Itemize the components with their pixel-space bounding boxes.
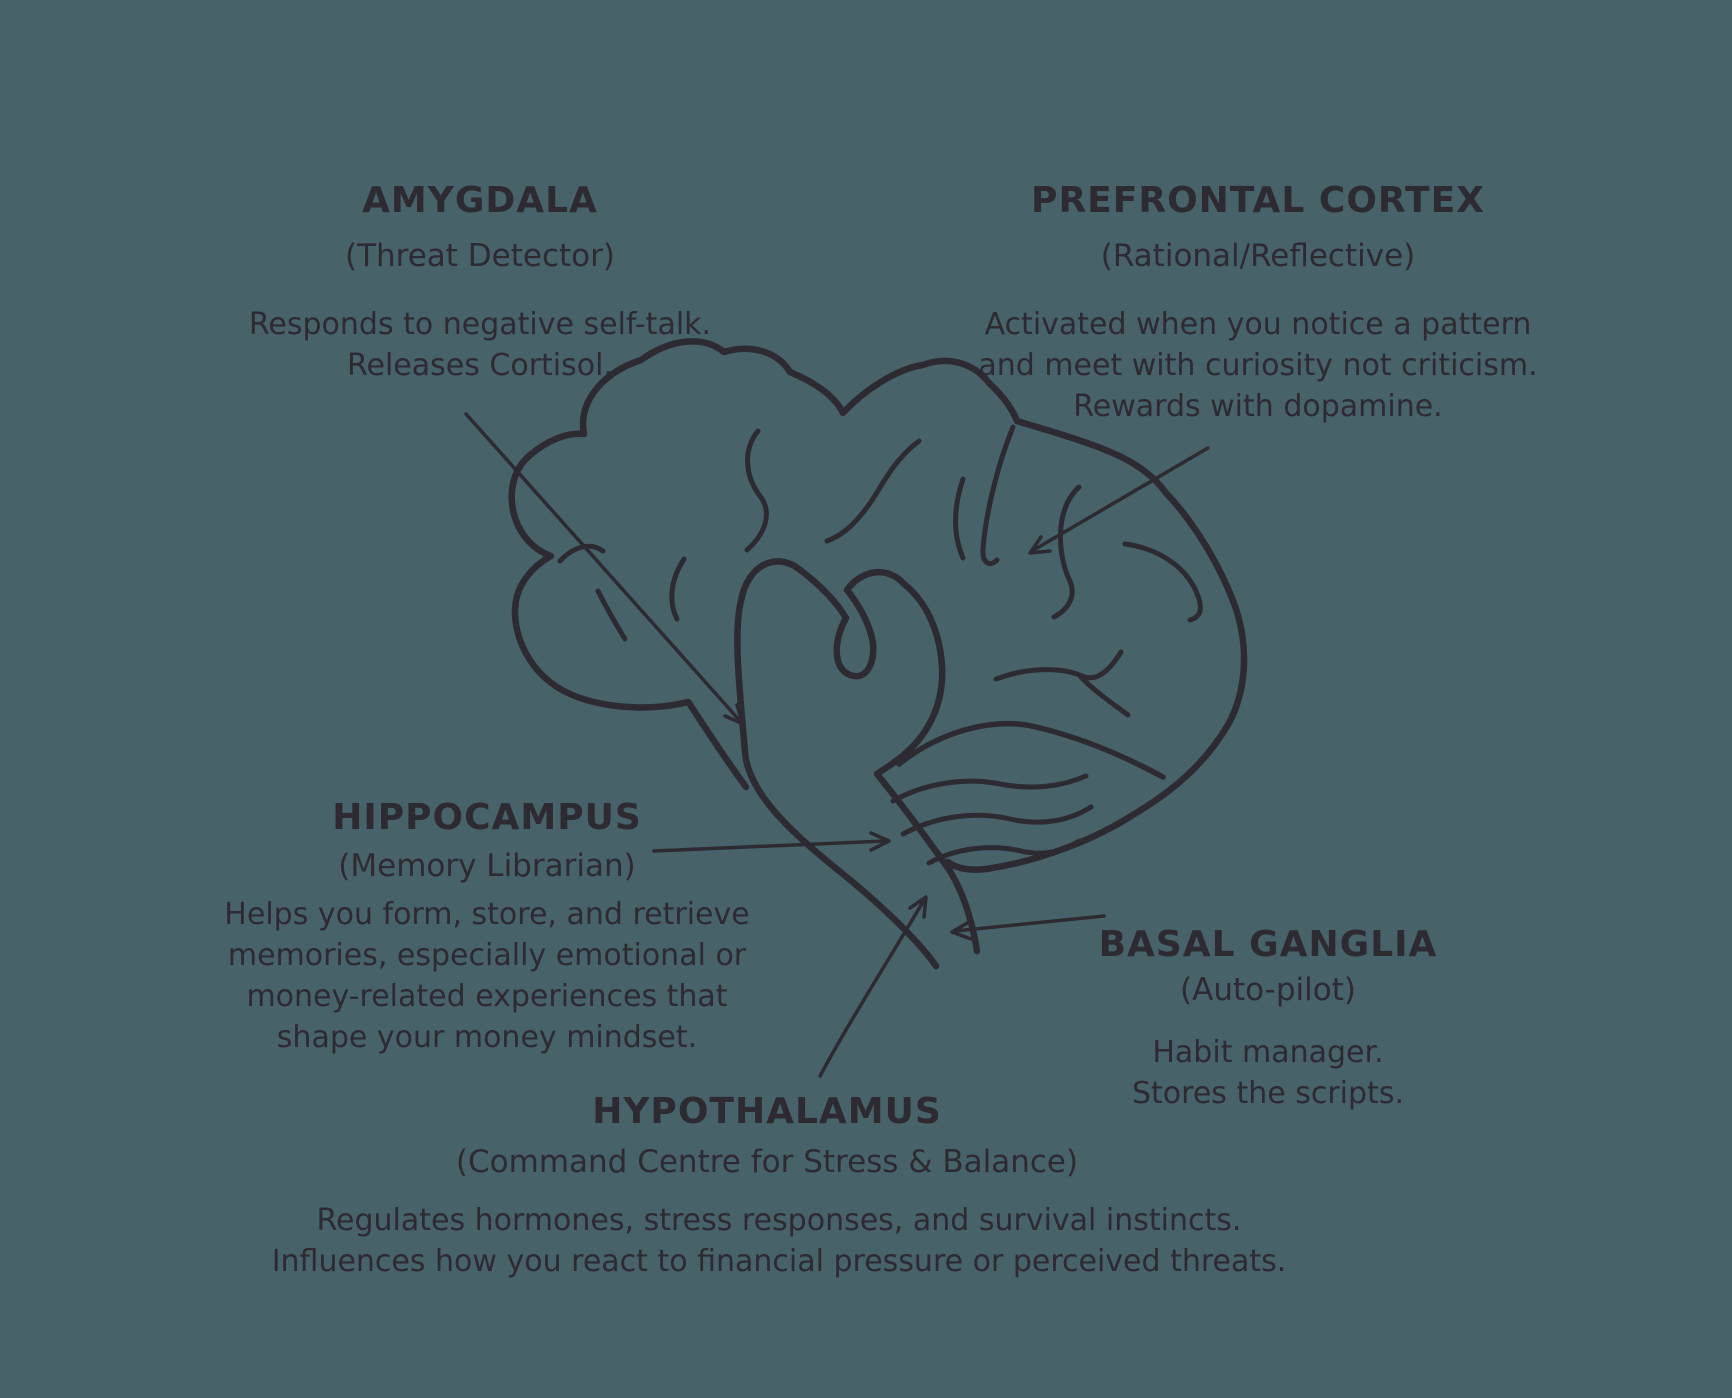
gyri-squiggles <box>557 424 1203 718</box>
gyrus-squiggle <box>1122 541 1203 623</box>
cerebellum-wave <box>896 720 1166 780</box>
gyrus-squiggle <box>744 428 769 553</box>
gyrus-squiggle <box>557 543 606 564</box>
temporal-lobe-line <box>685 699 750 791</box>
label-prefrontal-cortex: PREFRONTAL CORTEX (Rational/Reflective) … <box>978 180 1537 427</box>
basal-ganglia-arrow <box>950 914 1106 941</box>
label-basal-ganglia: BASAL GANGLIA (Auto-pilot) Habit manager… <box>1099 924 1438 1114</box>
hypothalamus-title: HYPOTHALAMUS <box>592 1091 942 1132</box>
hippocampus-body-line: money-related experiences that <box>246 979 728 1014</box>
label-amygdala: AMYGDALA (Threat Detector) Responds to n… <box>249 180 711 386</box>
basal-ganglia-title: BASAL GANGLIA <box>1098 924 1438 965</box>
amygdala-arrow-head <box>723 703 745 726</box>
brain-outline <box>508 338 1248 873</box>
hippocampus-arrow <box>652 831 891 853</box>
annotation-arrows <box>464 412 1210 1078</box>
cerebellum-squiggles <box>890 720 1166 866</box>
basal-ganglia-arrow-head <box>950 920 973 941</box>
hypothalamus-arrow-head <box>908 895 928 919</box>
basal-ganglia-subtitle: (Auto-pilot) <box>1180 972 1356 1008</box>
label-hypothalamus: HYPOTHALAMUS (Command Centre for Stress … <box>456 1091 1078 1182</box>
prefrontal-cortex-arrow-line <box>1030 446 1210 553</box>
amygdala-body-line: Responds to negative self-talk. <box>248 307 712 342</box>
hippocampus-body-line: memories, especially emotional or <box>227 938 747 973</box>
amygdala-body-line: Releases Cortisol. <box>347 348 613 383</box>
hypothalamus-body-line: Influences how you react to financial pr… <box>271 1244 1287 1279</box>
amygdala-arrow <box>464 412 745 726</box>
cerebellum-wave <box>890 773 1089 804</box>
hippocampus-title: HIPPOCAMPUS <box>332 797 642 838</box>
gyrus-squiggle <box>1077 673 1131 718</box>
amygdala-title: AMYGDALA <box>362 180 598 221</box>
hippocampus-body-line: shape your money mindset. <box>276 1020 698 1055</box>
gyrus-squiggle <box>1051 484 1082 620</box>
prefrontal-cortex-body-line: Activated when you notice a pattern <box>984 307 1532 342</box>
hippocampus-subtitle: (Memory Librarian) <box>338 848 636 884</box>
hypothalamus-description: Regulates hormones, stress responses, an… <box>272 1200 1287 1282</box>
gyrus-squiggle <box>953 476 966 561</box>
prefrontal-cortex-title: PREFRONTAL CORTEX <box>1031 180 1485 221</box>
hypothalamus-arrow-line <box>818 898 926 1078</box>
prefrontal-cortex-arrow <box>1028 446 1210 555</box>
gyrus-squiggle <box>980 424 1016 566</box>
hypothalamus-arrow <box>818 895 928 1078</box>
limbic-heart-outline <box>734 558 981 970</box>
hypothalamus-subtitle: (Command Centre for Stress & Balance) <box>455 1144 1079 1180</box>
basal-ganglia-body-line: Habit manager. <box>1152 1035 1384 1070</box>
basal-ganglia-arrow-line <box>953 914 1106 933</box>
prefrontal-cortex-subtitle: (Rational/Reflective) <box>1100 238 1416 274</box>
amygdala-arrow-line <box>464 412 743 724</box>
gyrus-squiggle <box>993 649 1124 682</box>
gyrus-squiggle <box>595 588 628 642</box>
gyrus-squiggle <box>824 438 922 544</box>
hippocampus-body-line: Helps you form, store, and retrieve <box>224 897 750 932</box>
hypothalamus-body-line: Regulates hormones, stress responses, an… <box>316 1203 1242 1238</box>
cerebellum-wave <box>926 838 1082 866</box>
gyrus-squiggle <box>669 556 687 622</box>
cerebellum-wave <box>900 804 1094 837</box>
label-hippocampus: HIPPOCAMPUS (Memory Librarian) Helps you… <box>224 797 749 1058</box>
amygdala-subtitle: (Threat Detector) <box>344 238 615 274</box>
hippocampus-arrow-line <box>652 839 888 853</box>
prefrontal-cortex-body-line: and meet with curiosity not criticism. <box>978 348 1538 383</box>
prefrontal-cortex-body-line: Rewards with dopamine. <box>1073 389 1443 424</box>
prefrontal-cortex-arrow-head <box>1028 535 1052 555</box>
hippocampus-arrow-head <box>869 831 891 852</box>
basal-ganglia-body-line: Stores the scripts. <box>1131 1076 1404 1111</box>
